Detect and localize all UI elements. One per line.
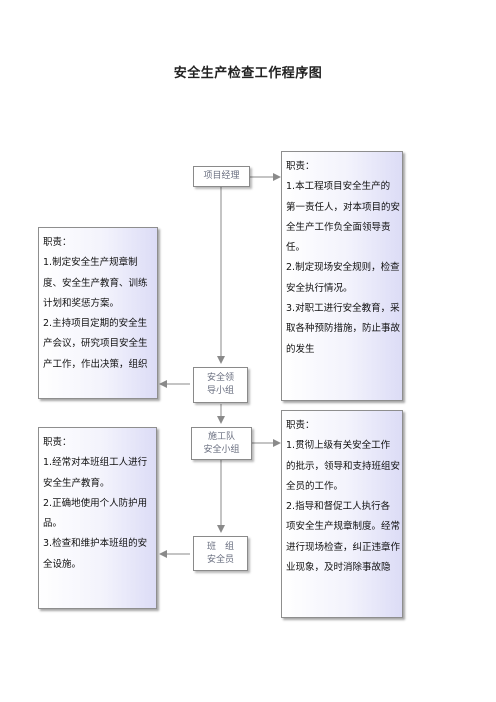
duty-line: 3.对职工进行安全教育，采 — [286, 303, 400, 315]
duty-line: 的批示，领导和支持班组安 — [286, 460, 401, 472]
duty-line: 3.检查和维护本班组的安 — [43, 538, 148, 550]
duty-line: 任。 — [286, 242, 306, 254]
duty-line: 全员的工作。 — [286, 480, 344, 492]
duty-line: 产工作，作出决策，组织 — [43, 358, 148, 370]
duty-line: 职责： — [43, 237, 72, 248]
duty-line: 全设施。 — [43, 558, 82, 570]
duty-line: 品。 — [43, 518, 63, 530]
node-squad-safety-line1: 班 组 — [206, 541, 234, 552]
node-safety-group-line2: 导小组 — [206, 386, 234, 396]
duty-line: 项安全生产规章制度。经常 — [286, 521, 401, 533]
duty-line: 安全生产教育。 — [43, 477, 110, 489]
duty-line: 2.正确地使用个人防护用 — [43, 497, 148, 509]
duty-line: 1.制定安全生产规章制 — [43, 257, 138, 269]
duty-line: 业现象，及时消除事故隐 — [286, 562, 391, 574]
duty-line: 职责： — [286, 420, 315, 431]
duty-line: 安全执行情况。 — [286, 282, 353, 294]
duty-box-safety-group: 职责： 1.制定安全生产规章制 度、安全生产教育、训练 计划和奖惩方案。 2.主… — [38, 227, 158, 399]
duty-line: 2.主持项目定期的安全生 — [43, 318, 148, 330]
node-project-manager-label: 项目经理 — [203, 171, 240, 181]
duty-line: 2.指导和督促工人执行各 — [286, 501, 391, 513]
diagram-title: 安全生产检查工作程序图 — [173, 66, 323, 81]
node-construction-team-line2: 安全小组 — [203, 444, 240, 455]
duty-line: 2.制定现场安全规则，检查 — [286, 262, 400, 274]
duty-line: 的发生 — [286, 343, 315, 355]
node-project-manager: 项目经理 — [193, 166, 250, 187]
duty-line: 职责： — [43, 437, 72, 448]
duty-line: 1.贯彻上级有关安全工作 — [286, 440, 391, 452]
duty-box-construction-team: 职责： 1.贯彻上级有关安全工作 的批示，领导和支持班组安 全员的工作。 2.指… — [281, 410, 403, 618]
duty-line: 1.经常对本班组工人进行 — [43, 457, 148, 469]
node-safety-group-line1: 安全领 — [206, 373, 234, 383]
duty-line: 度、安全生产教育、训练 — [43, 277, 148, 289]
duty-line: 全生产工作负全面领导责 — [286, 221, 391, 233]
duty-line: 产会议，研究项目安全生 — [43, 338, 148, 350]
duty-line: 取各种预防措施，防止事故 — [286, 323, 401, 335]
duty-line: 1.本工程项目安全生产的 — [286, 181, 391, 193]
node-construction-team-line1: 施工队 — [207, 431, 235, 442]
duty-box-squad-safety: 职责： 1.经常对本班组工人进行 安全生产教育。 2.正确地使用个人防护用 品。… — [38, 427, 157, 609]
duty-line: 计划和奖惩方案。 — [43, 297, 120, 309]
duty-box-project-manager: 职责： 1.本工程项目安全生产的 第一责任人，对本项目的安 全生产工作负全面领导… — [281, 151, 403, 401]
duty-line: 第一责任人，对本项目的安 — [286, 201, 401, 213]
node-safety-leadership-group: 安全领 导小组 — [193, 367, 248, 403]
node-squad-safety-officer: 班 组 安全员 — [193, 536, 248, 571]
duty-line: 职责： — [286, 161, 315, 172]
node-construction-team: 施工队 安全小组 — [191, 427, 252, 460]
duty-line: 进行现场检查，纠正违章作 — [286, 541, 401, 553]
node-squad-safety-line2: 安全员 — [206, 554, 234, 565]
